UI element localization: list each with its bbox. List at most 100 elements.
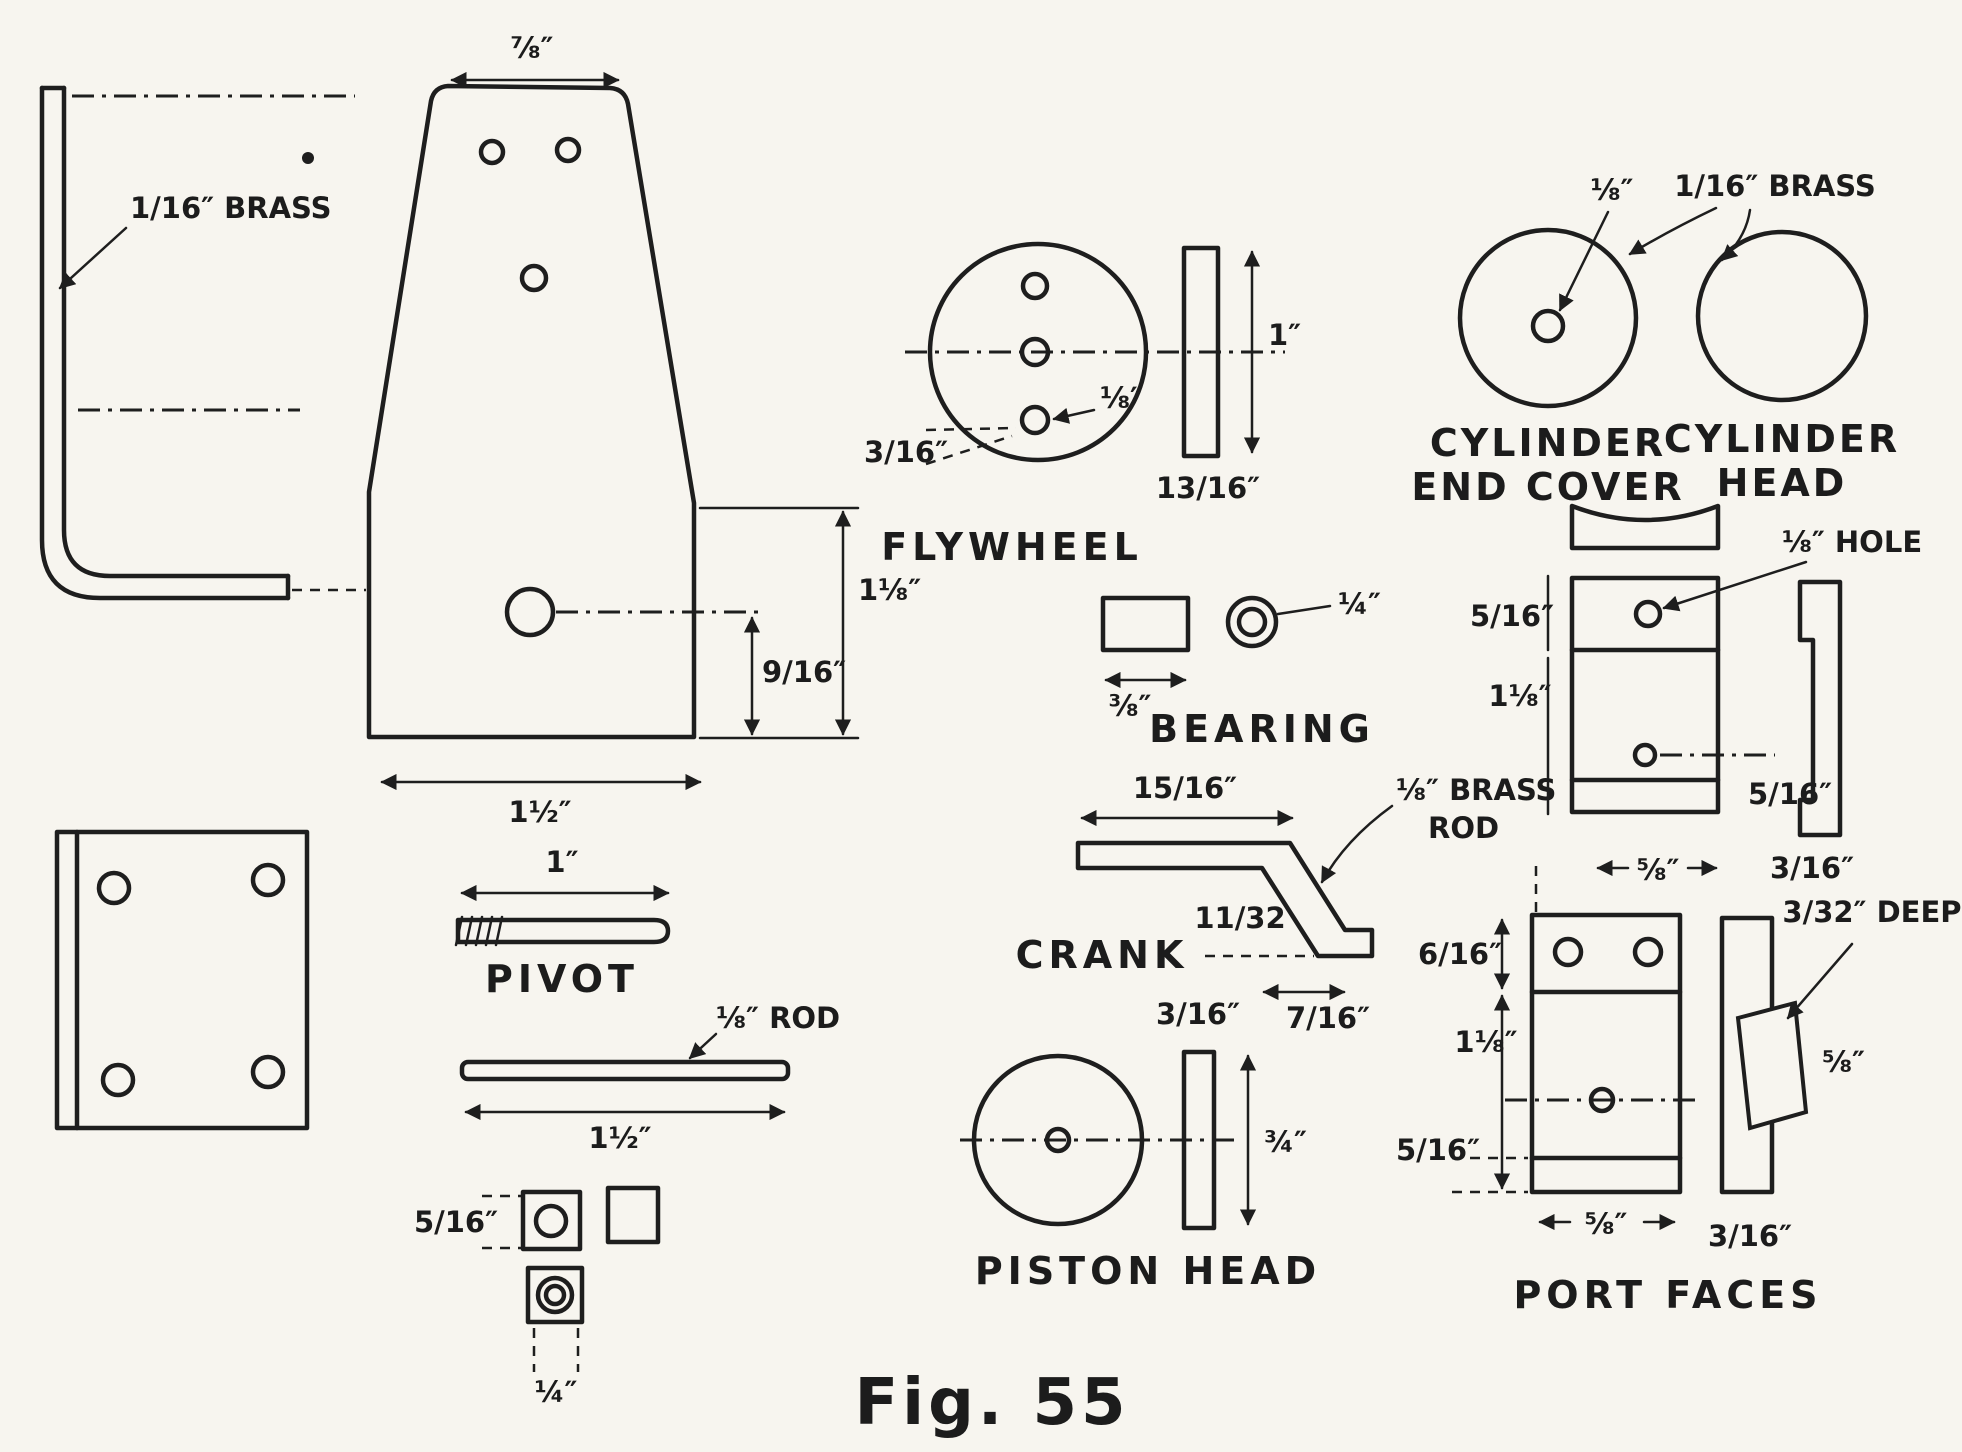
nut-dim-label: ¼″: [535, 1375, 578, 1409]
cylinder-parts: ⅛″ 1/16″ BRASS CYLINDER END COVER CYLIND…: [1411, 169, 1900, 509]
flywheel-label: FLYWHEEL: [881, 525, 1143, 569]
flywheel-offset-dash-2: [925, 434, 1013, 466]
piston-thick-label: 3/16″: [1156, 997, 1240, 1031]
bearing-ring-inner: [1236, 606, 1268, 638]
frame-hole-pivot: [504, 586, 556, 638]
flywheel-part: ⅛″ 3/16″ 1″ 13/16″ FLYWHEEL: [864, 241, 1301, 569]
cylinder-head-label-2: HEAD: [1717, 461, 1848, 505]
crank-part: 15/16″ ⅛″ BRASS ROD 11/32 7/16″ CRANK: [1016, 771, 1557, 1035]
rod-label-text: ⅛″ ROD: [716, 1001, 840, 1035]
flywheel-offset-label: 3/16″: [864, 435, 948, 469]
bracket-inner-edge: [61, 85, 291, 579]
block-hole: [533, 1203, 569, 1239]
bracket-material-arrow: [58, 226, 128, 290]
frame-hole-top-left: [478, 138, 506, 166]
port-hole-callout-arrow: [1662, 560, 1808, 612]
port-recess-width-label: ⅝″: [1822, 1045, 1865, 1079]
flywheel-side-view: [1181, 245, 1221, 459]
block-plain: [605, 1185, 661, 1245]
cylinder-material-arrow-right: [1720, 208, 1752, 262]
spacer-blocks: 5/16″ ¼″: [414, 1185, 661, 1409]
flywheel-thick-label: 13/16″: [1156, 471, 1260, 505]
bearing-width-label: ⅜″: [1109, 689, 1152, 723]
frame-top-dim-label: ⅞″: [511, 31, 554, 65]
nut-inner-circle: [543, 1283, 567, 1307]
figure-caption: Fig. 55: [854, 1366, 1129, 1440]
bearing-part: ⅜″ ¼″ BEARING: [1100, 587, 1381, 751]
block-width-label: 5/16″: [414, 1205, 498, 1239]
crank-material-label-2: ROD: [1428, 811, 1499, 845]
punch-mark-dot: [302, 152, 314, 164]
base-plate-outline: [54, 829, 310, 1131]
piston-dia-label: ¾″: [1264, 1125, 1307, 1159]
rod-part: ⅛″ ROD 1½″: [459, 1001, 840, 1155]
rod-label-arrow: [688, 1032, 718, 1060]
flywheel-hole-bottom: [1019, 404, 1051, 436]
crank-outline: [1075, 840, 1375, 959]
port-lower-plate: [1529, 912, 1683, 1195]
rod-dim-label: 1½″: [588, 1121, 651, 1155]
pivot-part: 1″ PIVOT: [454, 845, 671, 1001]
piston-head-part: 3/16″ ¾″ PISTON HEAD: [960, 997, 1321, 1293]
crank-offset-label: 11/32: [1194, 901, 1285, 935]
base-plate-hole-1: [96, 870, 132, 906]
frame-outline: [366, 83, 697, 740]
flywheel-hole-dim-label: ⅛″: [1100, 381, 1143, 415]
base-plate-hole-4: [250, 1054, 286, 1090]
port-upper-bottom-label: 5/16″: [1748, 777, 1832, 811]
port-lower-thick-label: 3/16″: [1708, 1219, 1792, 1253]
port-lower-height-label: 1⅛″: [1454, 1025, 1517, 1059]
port-upper-hole-bottom: [1632, 742, 1658, 768]
frame-partial-dim-label: 9/16″: [762, 655, 846, 689]
pivot-label: PIVOT: [485, 957, 639, 1001]
cylinder-head-label-1: CYLINDER: [1664, 417, 1900, 461]
port-upper-plate: [1569, 575, 1721, 815]
port-upper-width-label: ⅝″: [1637, 853, 1680, 887]
bracket-side-view: 1/16″ BRASS: [39, 85, 355, 601]
bearing-label: BEARING: [1149, 707, 1375, 751]
cylinder-end-cover-disc: [1457, 227, 1639, 409]
bearing-block: [1100, 595, 1191, 653]
crank-length-label: 15/16″: [1133, 771, 1237, 805]
nut-block: [525, 1265, 585, 1325]
bearing-bore-label: ¼″: [1338, 587, 1381, 621]
port-upper-thick-label: 3/16″: [1770, 851, 1854, 885]
rod-outline: [459, 1059, 791, 1082]
flywheel-hole-top: [1020, 271, 1050, 301]
pivot-outline: [455, 917, 671, 945]
port-lower-width-label: ⅝″: [1585, 1207, 1628, 1241]
frame-hole-top-right: [554, 136, 582, 164]
crank-throw-label: 7/16″: [1286, 1001, 1370, 1035]
port-recess-notch: [1735, 1000, 1809, 1131]
cylinder-material-arrow-left: [1628, 206, 1718, 256]
base-plate: [54, 829, 310, 1131]
port-hole-callout-label: ⅛″ HOLE: [1782, 525, 1922, 559]
nut-outer-circle: [535, 1275, 575, 1315]
cylinder-hole-dim-label: ⅛″: [1591, 173, 1634, 207]
cylinder-hole-dim-arrow: [1558, 210, 1610, 312]
frame-bottom-dim-label: 1½″: [508, 795, 571, 829]
port-faces-parts: 5/16″ 1⅛″ 5/16″ ⅛″ HOLE ⅝″ 3/16″ 6/16″ 1…: [1396, 503, 1962, 1317]
frame-hole-middle: [519, 263, 549, 293]
port-lower-top-label: 6/16″: [1418, 937, 1502, 971]
port-faces-label: PORT FACES: [1513, 1273, 1822, 1317]
block-with-hole: [520, 1189, 583, 1252]
port-upper-height-label: 1⅛″: [1488, 679, 1551, 713]
port-upper-hole-top: [1633, 599, 1663, 629]
bearing-ring-outer: [1225, 595, 1279, 649]
flywheel-offset-dash-1: [925, 426, 1017, 432]
frame-plate: ⅞″ 1½″ 1⅛″ 9/16″: [292, 31, 921, 829]
port-lower-hole-left: [1552, 936, 1584, 968]
flywheel-dia-label: 1″: [1268, 318, 1301, 352]
port-lower-hole-right: [1632, 936, 1664, 968]
port-upper-side-profile: [1797, 579, 1843, 838]
port-recess-deep-label: 3/32″ DEEP: [1782, 895, 1961, 929]
crank-material-arrow: [1320, 804, 1394, 884]
piston-side-view: [1181, 1049, 1217, 1231]
base-plate-hole-2: [250, 862, 286, 898]
cylinder-end-cover-label-2: END COVER: [1411, 465, 1684, 509]
port-curved-strip: [1569, 503, 1721, 551]
piston-label: PISTON HEAD: [975, 1249, 1321, 1293]
